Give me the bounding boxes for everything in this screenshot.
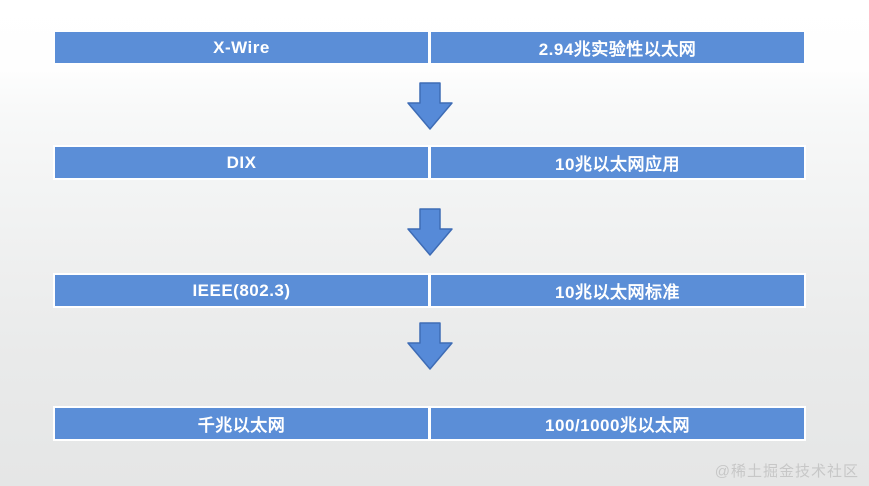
watermark: @稀土掘金技术社区 — [714, 463, 859, 480]
node-label: X-Wire — [213, 37, 270, 57]
flow-node-name: IEEE(802.3) — [55, 275, 428, 306]
node-description-label: 100/1000兆以太网 — [545, 416, 690, 435]
flow-row-gigabit: 千兆以太网 100/1000兆以太网 — [53, 406, 806, 441]
node-label: 千兆以太网 — [197, 416, 286, 435]
down-arrow-icon — [407, 82, 453, 130]
flow-node-description: 2.94兆实验性以太网 — [431, 32, 804, 63]
flow-row-ieee8023: IEEE(802.3) 10兆以太网标准 — [53, 273, 806, 308]
flow-node-name: DIX — [55, 147, 428, 178]
node-description-label: 10兆以太网应用 — [555, 155, 680, 174]
node-label: DIX — [226, 152, 257, 172]
node-label: IEEE(802.3) — [192, 280, 291, 300]
down-arrow-icon — [407, 208, 453, 256]
flow-node-description: 10兆以太网应用 — [431, 147, 804, 178]
flow-node-description: 10兆以太网标准 — [431, 275, 804, 306]
flow-row-xwire: X-Wire 2.94兆实验性以太网 — [53, 30, 806, 65]
flow-row-dix: DIX 10兆以太网应用 — [53, 145, 806, 180]
flow-node-name: 千兆以太网 — [55, 408, 428, 439]
down-arrow-icon — [407, 322, 453, 370]
flow-node-description: 100/1000兆以太网 — [431, 408, 804, 439]
node-description-label: 2.94兆实验性以太网 — [538, 40, 697, 59]
node-description-label: 10兆以太网标准 — [555, 283, 680, 302]
flow-node-name: X-Wire — [55, 32, 428, 63]
